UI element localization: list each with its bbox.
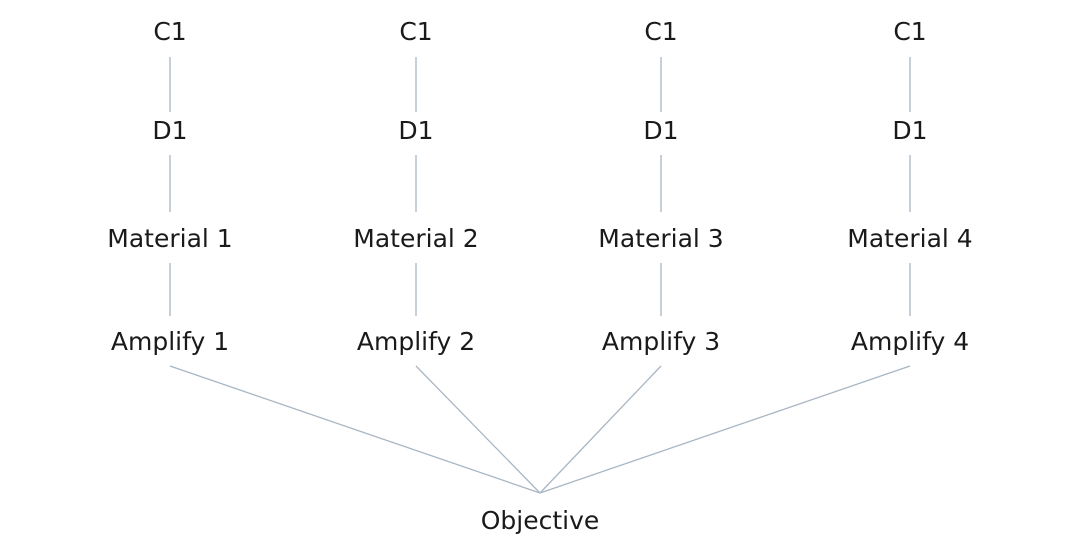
nodes: C1 D1 Material 1 Amplify 1 C1 D1 Materia… <box>107 17 972 535</box>
node-c-1: C1 <box>153 17 186 46</box>
node-c-4: C1 <box>893 17 926 46</box>
node-d-4: D1 <box>892 116 927 145</box>
node-d-1: D1 <box>152 116 187 145</box>
node-material-4: Material 4 <box>847 224 972 253</box>
edge-amplify-objective-4 <box>539 365 911 494</box>
node-c-2: C1 <box>399 17 432 46</box>
node-material-3: Material 3 <box>598 224 723 253</box>
edge-amplify-objective-3 <box>539 365 662 494</box>
node-material-2: Material 2 <box>353 224 478 253</box>
edge-amplify-objective-1 <box>169 365 541 494</box>
edge-amplify-objective-2 <box>415 365 541 494</box>
node-objective: Objective <box>481 506 600 535</box>
node-amplify-2: Amplify 2 <box>357 327 475 356</box>
node-d-2: D1 <box>398 116 433 145</box>
node-amplify-3: Amplify 3 <box>602 327 720 356</box>
edges <box>169 57 911 494</box>
node-amplify-1: Amplify 1 <box>111 327 229 356</box>
node-d-3: D1 <box>643 116 678 145</box>
node-c-3: C1 <box>644 17 677 46</box>
node-amplify-4: Amplify 4 <box>851 327 969 356</box>
node-material-1: Material 1 <box>107 224 232 253</box>
